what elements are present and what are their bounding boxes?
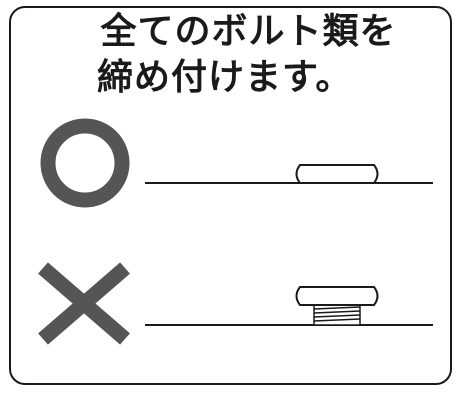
- incorrect-mark-icon: [38, 262, 130, 345]
- tightened-bolt-icon: [295, 164, 379, 184]
- notice-title: 全てのボルト類を 締め付けます。: [0, 0, 461, 101]
- correct-mark-icon: [40, 118, 130, 208]
- title-line-1: 全てのボルト類を: [100, 11, 397, 52]
- title-line-2: 締め付けます。: [97, 57, 353, 98]
- loose-bolt-icon: [295, 286, 379, 326]
